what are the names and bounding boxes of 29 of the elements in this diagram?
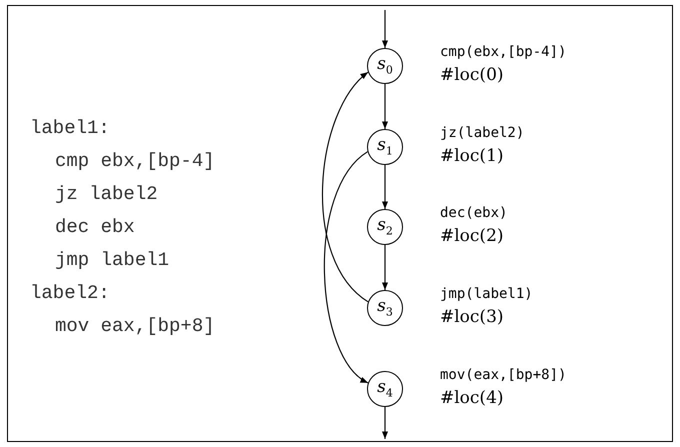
instruction-text: jz(label2) — [440, 125, 524, 141]
instruction-text: mov(eax,[bp+8]) — [440, 367, 566, 383]
location-label: #loc(3) — [440, 307, 504, 327]
code-line: mov eax,[bp+8] — [55, 315, 215, 337]
state-circle: s$_{4}$ — [367, 371, 403, 407]
code-line: dec ebx — [55, 216, 135, 238]
instruction-text: cmp(ebx,[bp-4]) — [440, 44, 566, 60]
state-circle: s$_{0}$ — [367, 48, 403, 84]
location-label: #loc(2) — [440, 226, 504, 246]
code-line: cmp ebx,[bp-4] — [55, 150, 215, 172]
arrow — [324, 151, 368, 384]
arrow — [382, 165, 388, 209]
state-circle: s$_{2}$ — [367, 209, 403, 245]
arrow — [322, 72, 368, 302]
location-label: #loc(0) — [440, 65, 504, 85]
location-label: #loc(1) — [440, 146, 504, 166]
arrow — [382, 245, 388, 290]
instruction-text: jmp(label1) — [440, 286, 533, 302]
code-line: jz label2 — [55, 183, 158, 205]
code-line: label2: — [30, 282, 110, 304]
state-circle: s$_{3}$ — [367, 290, 403, 326]
code-line: jmp label1 — [55, 249, 170, 271]
code-line: label1: — [30, 117, 110, 139]
location-label: #loc(4) — [440, 388, 504, 408]
state-circle: s$_{1}$ — [367, 129, 403, 165]
arrow — [382, 407, 388, 439]
instruction-text: dec(ebx) — [440, 205, 508, 221]
arrow — [382, 84, 388, 129]
arrow — [382, 10, 388, 48]
